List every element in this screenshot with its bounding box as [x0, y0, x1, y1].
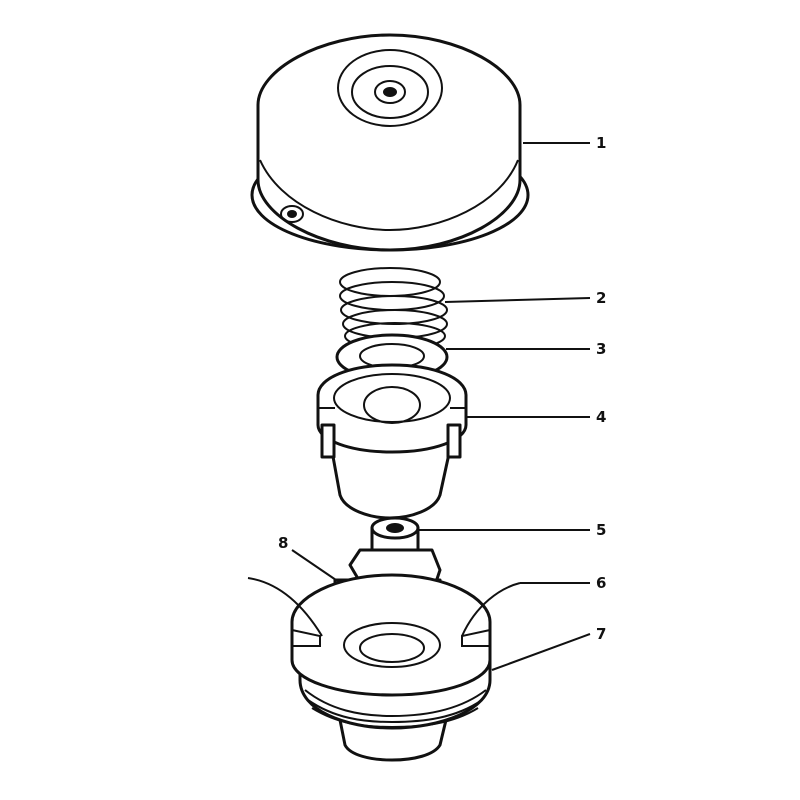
callout-5: 5	[596, 521, 606, 539]
part-1-cover	[250, 33, 530, 252]
part-6-cutting-line	[247, 577, 521, 637]
callout-7: 7	[596, 625, 606, 643]
side-screw-hole	[280, 205, 304, 223]
threaded-center-hole	[383, 87, 397, 97]
callout-2: 2	[596, 289, 606, 307]
part-7-base	[290, 573, 492, 762]
part-4-housing	[316, 363, 468, 520]
callout-4: 4	[596, 408, 606, 426]
callout-1: 1	[596, 134, 606, 152]
callout-8: 8	[278, 534, 288, 552]
leader-lines	[291, 142, 591, 671]
callout-3: 3	[596, 340, 606, 358]
callout-6: 6	[596, 574, 606, 592]
